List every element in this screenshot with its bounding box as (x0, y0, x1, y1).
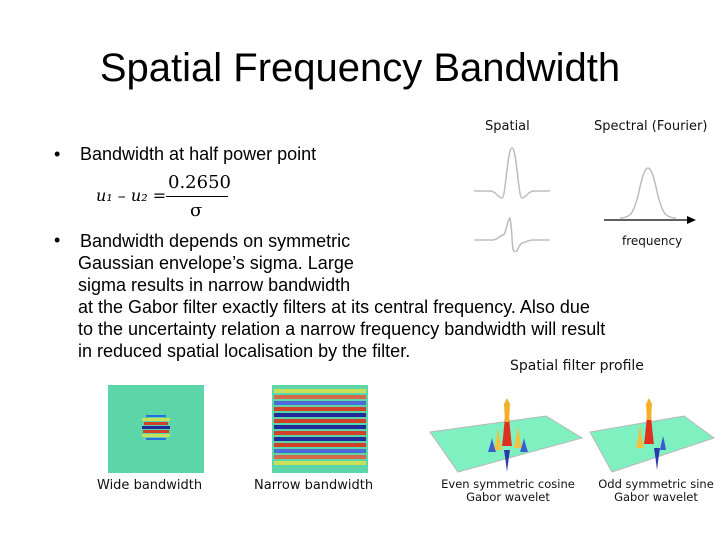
fraction-bar (166, 196, 228, 197)
bullet-marker: • (54, 230, 61, 250)
narrow-bandwidth-filter-image (272, 385, 368, 473)
wide-bandwidth-filter-image (108, 385, 204, 473)
narrow-bandwidth-stripes (274, 389, 366, 465)
wide-bandwidth-stripes (142, 415, 170, 440)
spectral-gaussian-curve (619, 167, 677, 219)
even-gabor-spatial-curve (474, 147, 550, 199)
formula-denominator: σ (190, 200, 203, 221)
even-surface-peaks (488, 398, 528, 472)
odd-gabor-spatial-curve (474, 216, 550, 252)
bullet-1-text: Bandwidth at half power point (80, 144, 317, 164)
bullet-marker: • (54, 144, 61, 164)
frequency-axis-arrowhead (687, 216, 696, 224)
odd-surface-peaks (636, 398, 666, 470)
odd-gabor-caption: Odd symmetric sine Gabor wavelet (598, 477, 714, 504)
odd-gabor-surface-plot (589, 398, 716, 473)
even-gabor-caption: Even symmetric cosine Gabor wavelet (441, 477, 575, 504)
bullet-2-first-line: Bandwidth depends on symmetric (80, 231, 351, 251)
frequency-label: frequency (622, 234, 683, 248)
spatial-filter-profile-label: Spatial filter profile (510, 358, 644, 374)
spatial-column-header: Spatial (485, 119, 530, 134)
spectral-column-header: Spectral (Fourier) (594, 119, 708, 134)
bullet-2-text: Gaussian envelope’s sigma. Large sigma r… (78, 253, 606, 361)
wide-bandwidth-caption: Wide bandwidth (97, 478, 203, 493)
narrow-bandwidth-caption: Narrow bandwidth (254, 478, 374, 493)
bandwidth-formula: u₁ – u₂ = 0.2650 σ (96, 170, 236, 226)
bullet-1: • Bandwidth at half power point (0, 143, 720, 167)
spatial-profile-plots (474, 147, 550, 252)
formula-lhs: u₁ – u₂ = (96, 186, 167, 205)
formula-numerator: 0.2650 (168, 172, 231, 193)
slide-title: Spatial Frequency Bandwidth (99, 46, 621, 90)
even-gabor-surface-plot (429, 398, 584, 473)
spectral-plot (604, 167, 696, 224)
